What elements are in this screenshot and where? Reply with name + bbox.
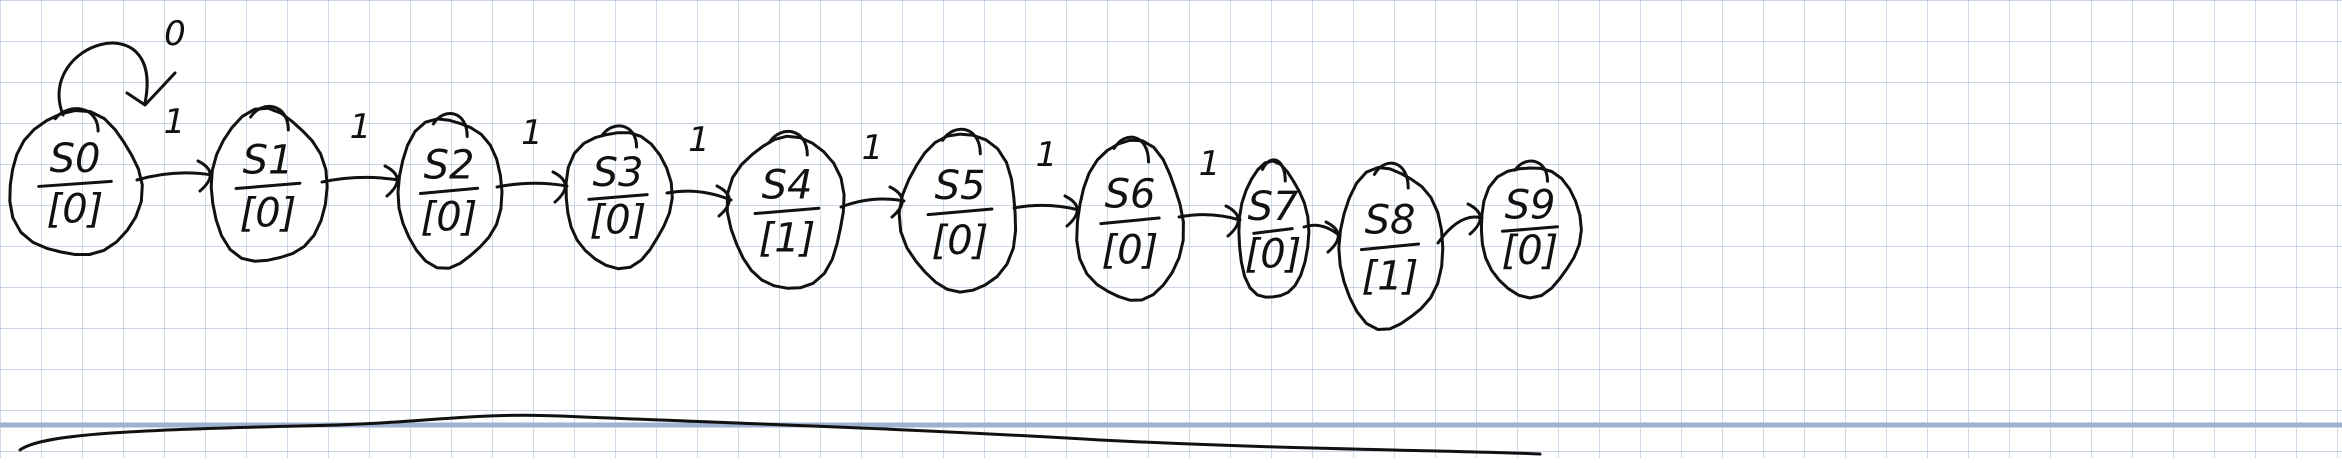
transition-s2-s3: 1 — [495, 113, 569, 204]
state-s8: S8[1] — [1337, 161, 1445, 331]
arrow-head — [1324, 220, 1340, 254]
state-circle — [1075, 138, 1185, 302]
transition-layer: 1 1 1 1 1 1 1 — [135, 102, 1484, 254]
state-circle — [1479, 166, 1583, 300]
state-divider — [1359, 242, 1421, 252]
state-divider — [1501, 225, 1559, 233]
state-circle — [1237, 159, 1311, 299]
transition-arrow — [1012, 203, 1081, 212]
arrow-head — [383, 164, 399, 198]
self-loop-s0: 0 — [57, 14, 186, 117]
state-name: S7 — [1248, 184, 1299, 230]
transition-input: 1 — [1036, 135, 1058, 175]
state-output: [0] — [1102, 228, 1159, 274]
state-curl — [1372, 161, 1410, 190]
state-curl — [1261, 158, 1287, 183]
state-name: S6 — [1105, 172, 1156, 218]
state-name: S3 — [593, 150, 644, 196]
state-output: [0] — [932, 218, 989, 264]
state-output: [0] — [1502, 228, 1559, 274]
state-circle — [209, 106, 329, 263]
transition-arrow — [135, 171, 214, 182]
state-name: S5 — [935, 163, 986, 209]
arrow-head — [1063, 194, 1079, 228]
state-curl — [1513, 159, 1549, 183]
state-divider — [587, 193, 649, 201]
state-output: [1] — [1362, 254, 1419, 300]
state-output: [0] — [1245, 231, 1302, 277]
state-curl — [431, 112, 469, 138]
state-s3: S3[0] — [564, 124, 674, 271]
state-output: [0] — [590, 197, 647, 243]
state-circle — [8, 109, 144, 256]
state-s7: S7[0] — [1237, 158, 1311, 299]
arrow-head — [196, 159, 212, 193]
state-s6: S6[0] — [1075, 135, 1185, 302]
transition-input: 1 — [164, 102, 186, 142]
transition-s0-s1: 1 — [135, 102, 214, 193]
state-curl — [768, 130, 809, 157]
state-s0: S0[0] — [8, 107, 144, 256]
transition-s1-s2: 1 — [320, 107, 401, 198]
state-name: S9 — [1505, 182, 1556, 228]
state-name: S0 — [50, 136, 101, 182]
state-curl — [600, 124, 639, 149]
state-layer: S0[0]S1[0]S2[0]S3[0]S4[1]S5[0]S6[0]S7[0]… — [8, 105, 1583, 331]
transition-arrow — [839, 197, 906, 209]
state-s5: S5[0] — [897, 127, 1018, 294]
self-loop-layer: 0 — [57, 14, 186, 117]
state-name: S4 — [762, 162, 813, 208]
state-s1: S1[0] — [209, 105, 329, 263]
state-circle — [897, 132, 1018, 294]
arrow-head — [715, 184, 731, 218]
transition-input: 1 — [1199, 144, 1221, 184]
state-divider — [1099, 216, 1161, 226]
state-divider — [234, 181, 302, 191]
transition-s5-s6: 1 — [1012, 135, 1081, 228]
state-curl — [941, 127, 982, 156]
state-output: [0] — [240, 191, 297, 237]
state-circle — [1337, 166, 1445, 331]
state-name: S2 — [424, 143, 475, 189]
state-s9: S9[0] — [1479, 159, 1583, 300]
state-name: S1 — [243, 137, 294, 183]
state-curl — [53, 107, 100, 133]
state-s2: S2[0] — [396, 112, 504, 270]
state-output: [0] — [47, 186, 104, 232]
state-output: [1] — [759, 216, 816, 262]
transition-input: 1 — [862, 128, 884, 168]
transition-input: 1 — [688, 120, 710, 160]
state-name: S8 — [1365, 198, 1416, 244]
transition-input: 1 — [350, 107, 372, 147]
transition-input: 1 — [521, 113, 543, 153]
transition-arrow — [320, 175, 401, 184]
self-loop-head — [125, 71, 177, 107]
state-divider — [926, 207, 994, 217]
state-output: [0] — [421, 194, 478, 240]
transition-s6-s7: 1 — [1177, 144, 1242, 238]
transition-arrow — [1177, 213, 1242, 222]
state-divider — [37, 179, 113, 188]
state-s4: S4[1] — [725, 130, 846, 290]
state-divider — [418, 186, 480, 195]
state-divider — [1252, 227, 1294, 235]
state-curl — [1112, 135, 1151, 164]
state-circle — [396, 117, 504, 270]
state-circle — [725, 134, 846, 290]
self-loop-input: 0 — [164, 14, 186, 54]
self-loop-arrow — [57, 41, 149, 117]
transition-arrow — [495, 181, 569, 189]
state-curl — [249, 105, 290, 132]
state-circle — [564, 131, 674, 271]
bottom-stroke — [18, 413, 1542, 456]
state-divider — [753, 206, 821, 216]
